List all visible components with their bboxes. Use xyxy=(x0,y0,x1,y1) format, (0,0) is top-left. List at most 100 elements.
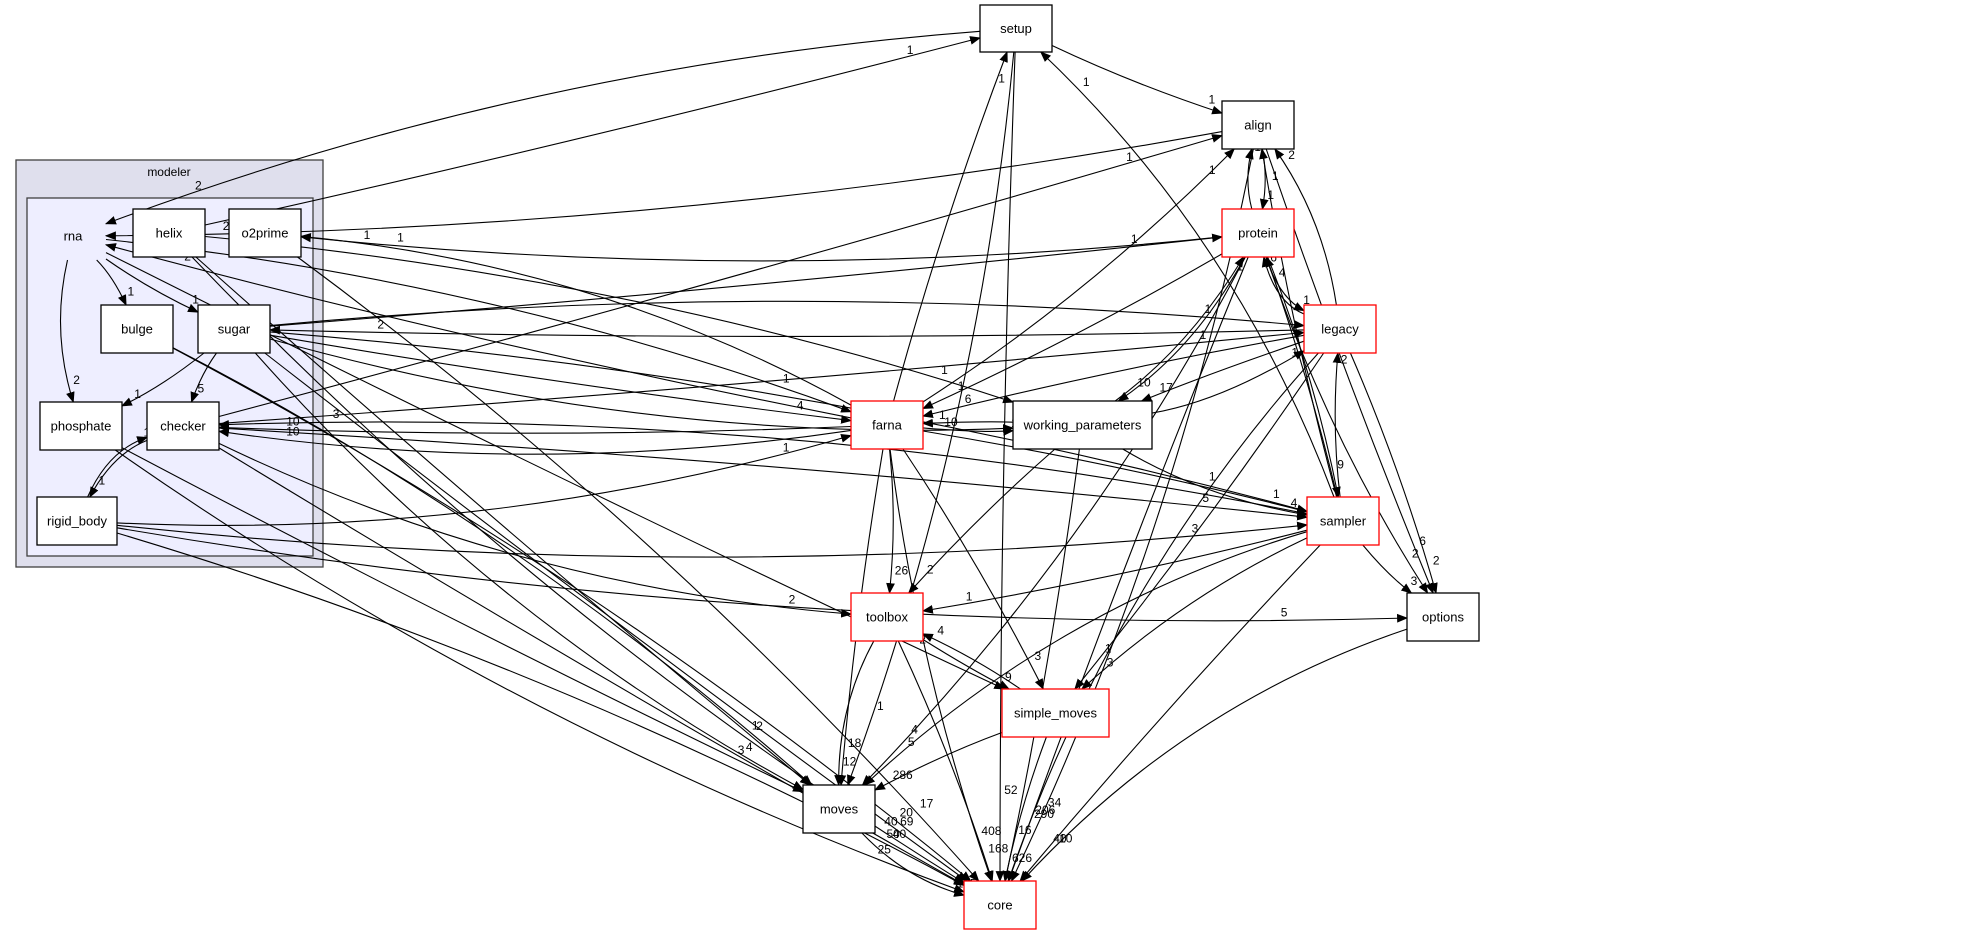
edge-label-sampler-to-protein[interactable]: 4 xyxy=(1279,266,1286,280)
edge-sugar-to-moves[interactable] xyxy=(254,352,804,791)
edge-label-working_parameters-to-core[interactable]: 16 xyxy=(1018,823,1032,837)
edge-label-toolbox-to-simple_moves[interactable]: 9 xyxy=(1005,670,1012,684)
edge-legacy-to-working_parameters[interactable] xyxy=(1140,340,1305,402)
node-helix[interactable]: helix xyxy=(132,208,206,258)
node-label-rigid-body[interactable]: rigid_body xyxy=(47,514,107,529)
node-box-setup[interactable] xyxy=(979,4,1053,53)
edge-sugar-to-sampler[interactable] xyxy=(269,331,1309,513)
edge-label-align-to-protein[interactable]: 1 xyxy=(1267,188,1274,202)
node-label-simple-moves[interactable]: simple_moves xyxy=(1014,706,1098,721)
node-box-helix[interactable] xyxy=(132,208,206,258)
edge-label-sugar-to-working_parameters[interactable]: 10 xyxy=(944,415,958,429)
edge-legacy-to-align[interactable] xyxy=(1274,148,1337,306)
node-label-working-parameters[interactable]: working_parameters xyxy=(1023,418,1142,433)
edge-setup-to-core[interactable] xyxy=(995,51,1016,883)
node-box-align[interactable] xyxy=(1221,100,1295,150)
edge-label-simple_moves-to-moves[interactable]: 286 xyxy=(893,768,913,782)
edge-label-setup-to-align[interactable]: 1 xyxy=(1209,92,1216,106)
node-box-sugar[interactable] xyxy=(197,304,271,354)
edge-label-sampler-to-align[interactable]: 1 xyxy=(1272,169,1279,183)
edge-label-legacy-to-core[interactable]: 290 xyxy=(1034,807,1054,821)
edge-farna-to-checker[interactable] xyxy=(217,428,852,455)
node-box-working-parameters[interactable] xyxy=(1012,400,1153,450)
edge-label-farna-to-align[interactable]: 1 xyxy=(1209,163,1216,177)
edge-label-helix-to-core[interactable]: 40 xyxy=(884,815,898,829)
edge-label-sugar-to-core[interactable]: 69 xyxy=(900,814,914,828)
edge-o2prime-to-core[interactable] xyxy=(297,256,980,882)
edge-simple_moves-to-moves[interactable] xyxy=(874,731,1003,791)
edge-legacy-to-farna[interactable] xyxy=(921,334,1305,418)
edge-sampler-to-options[interactable] xyxy=(1362,544,1413,594)
edge-label-sugar-to-checker[interactable]: 5 xyxy=(198,381,205,395)
node-label-sampler[interactable]: sampler xyxy=(1320,514,1367,529)
edge-protein-to-core[interactable] xyxy=(1007,256,1249,883)
edge-sampler-to-core[interactable] xyxy=(1019,544,1321,882)
node-box-rigid-body[interactable] xyxy=(36,496,118,546)
edge-label-rna-to-sugar[interactable]: 1 xyxy=(192,293,199,307)
node-label-sugar[interactable]: sugar xyxy=(218,322,251,337)
edge-toolbox-to-simple_moves[interactable] xyxy=(922,639,1010,690)
node-box-options[interactable] xyxy=(1406,592,1480,642)
edge-working_parameters-to-toolbox[interactable] xyxy=(907,448,1056,594)
edge-sampler-to-setup[interactable] xyxy=(1040,51,1335,498)
edge-label-sampler-to-simple_moves[interactable]: 3 xyxy=(1107,656,1114,670)
edge-sugar-to-protein[interactable] xyxy=(269,233,1224,327)
node-simple-moves[interactable]: simple_moves xyxy=(1001,688,1110,738)
cluster-rna-inner[interactable] xyxy=(26,197,314,557)
edge-label-setup-to-rna[interactable]: 2 xyxy=(195,178,202,192)
edge-sampler-to-checker[interactable] xyxy=(217,420,1308,515)
edge-label-checker-to-toolbox[interactable]: 2 xyxy=(789,593,796,607)
edge-label-rna-to-phosphate[interactable]: 2 xyxy=(73,373,80,387)
edge-label-working_parameters-to-legacy[interactable]: 1 xyxy=(1291,346,1298,360)
edge-label-setup-to-moves[interactable]: 1 xyxy=(877,699,884,713)
edge-label-checker-to-core[interactable]: 40 xyxy=(893,827,907,841)
edge-label-rigid_body-to-options[interactable]: 5 xyxy=(1281,606,1288,620)
edge-working_parameters-to-protein[interactable] xyxy=(1114,256,1245,402)
node-working-parameters[interactable]: working_parameters xyxy=(1012,400,1153,450)
edge-sugar-to-farna[interactable] xyxy=(269,334,853,424)
edge-protein-to-farna[interactable] xyxy=(921,253,1223,410)
edge-label-farna-to-checker[interactable]: 10 xyxy=(286,425,300,439)
edge-label-protein-to-working_parameters[interactable]: 10 xyxy=(1137,376,1151,390)
edge-label-working_parameters-to-toolbox[interactable]: 2 xyxy=(927,563,934,577)
edge-protein-to-moves[interactable] xyxy=(861,256,1246,786)
edge-label-checker-to-align[interactable]: 1 xyxy=(1126,150,1133,164)
edge-label-rigid_body-to-farna[interactable]: 1 xyxy=(783,440,790,454)
edge-label-simple_moves-to-core[interactable]: 626 xyxy=(1012,851,1032,865)
edge-checker-to-align[interactable] xyxy=(218,134,1224,418)
node-box-farna[interactable] xyxy=(850,400,924,450)
edge-working_parameters-to-legacy[interactable] xyxy=(1151,350,1305,414)
node-box-toolbox[interactable] xyxy=(850,592,924,642)
edge-legacy-to-options[interactable] xyxy=(1349,352,1438,595)
edge-sampler-to-simple_moves[interactable] xyxy=(1081,537,1308,690)
node-label-toolbox[interactable]: toolbox xyxy=(866,610,908,625)
edge-setup-to-moves[interactable] xyxy=(847,51,1015,787)
edge-label-farna-to-setup[interactable]: 1 xyxy=(998,71,1005,85)
node-rna[interactable]: rna xyxy=(64,229,84,244)
edge-rna-to-phosphate[interactable] xyxy=(59,259,75,404)
edge-label-align-to-rna[interactable]: 2 xyxy=(223,219,230,233)
edge-align-to-core[interactable] xyxy=(1011,148,1254,882)
edge-rigid_body-to-sampler[interactable] xyxy=(116,521,1309,558)
edge-protein-to-options[interactable] xyxy=(1265,256,1429,594)
node-label-legacy[interactable]: legacy xyxy=(1321,322,1359,337)
edge-label-simple_moves-to-toolbox[interactable]: 4 xyxy=(937,624,944,638)
edge-helix-to-working_parameters[interactable] xyxy=(204,235,1015,404)
edge-farna-to-core[interactable] xyxy=(889,448,993,883)
edge-label-farna-to-sampler[interactable]: 1 xyxy=(1273,487,1280,501)
node-label-setup[interactable]: setup xyxy=(1000,21,1032,36)
edge-sampler-to-legacy[interactable] xyxy=(1332,351,1342,498)
node-box-legacy[interactable] xyxy=(1303,304,1377,354)
edge-rna-to-farna[interactable] xyxy=(105,238,853,413)
edge-working_parameters-to-sampler[interactable] xyxy=(1122,448,1309,518)
edge-label-sampler-to-setup[interactable]: 1 xyxy=(1083,75,1090,89)
edge-label-checker-to-sampler[interactable]: 5 xyxy=(1202,491,1209,505)
node-sugar[interactable]: sugar xyxy=(197,304,271,354)
edge-label-working_parameters-to-farna[interactable]: 1 xyxy=(939,408,946,422)
edge-farna-to-simple_moves[interactable] xyxy=(902,448,1044,690)
edge-label-helix-to-moves[interactable]: 1 xyxy=(752,718,759,732)
node-phosphate[interactable]: phosphate xyxy=(39,401,123,451)
edge-label-sampler-to-moves[interactable]: 5 xyxy=(908,735,915,749)
edge-rna-to-bulge[interactable] xyxy=(96,259,127,307)
edge-legacy-to-simple_moves[interactable] xyxy=(1074,352,1325,690)
